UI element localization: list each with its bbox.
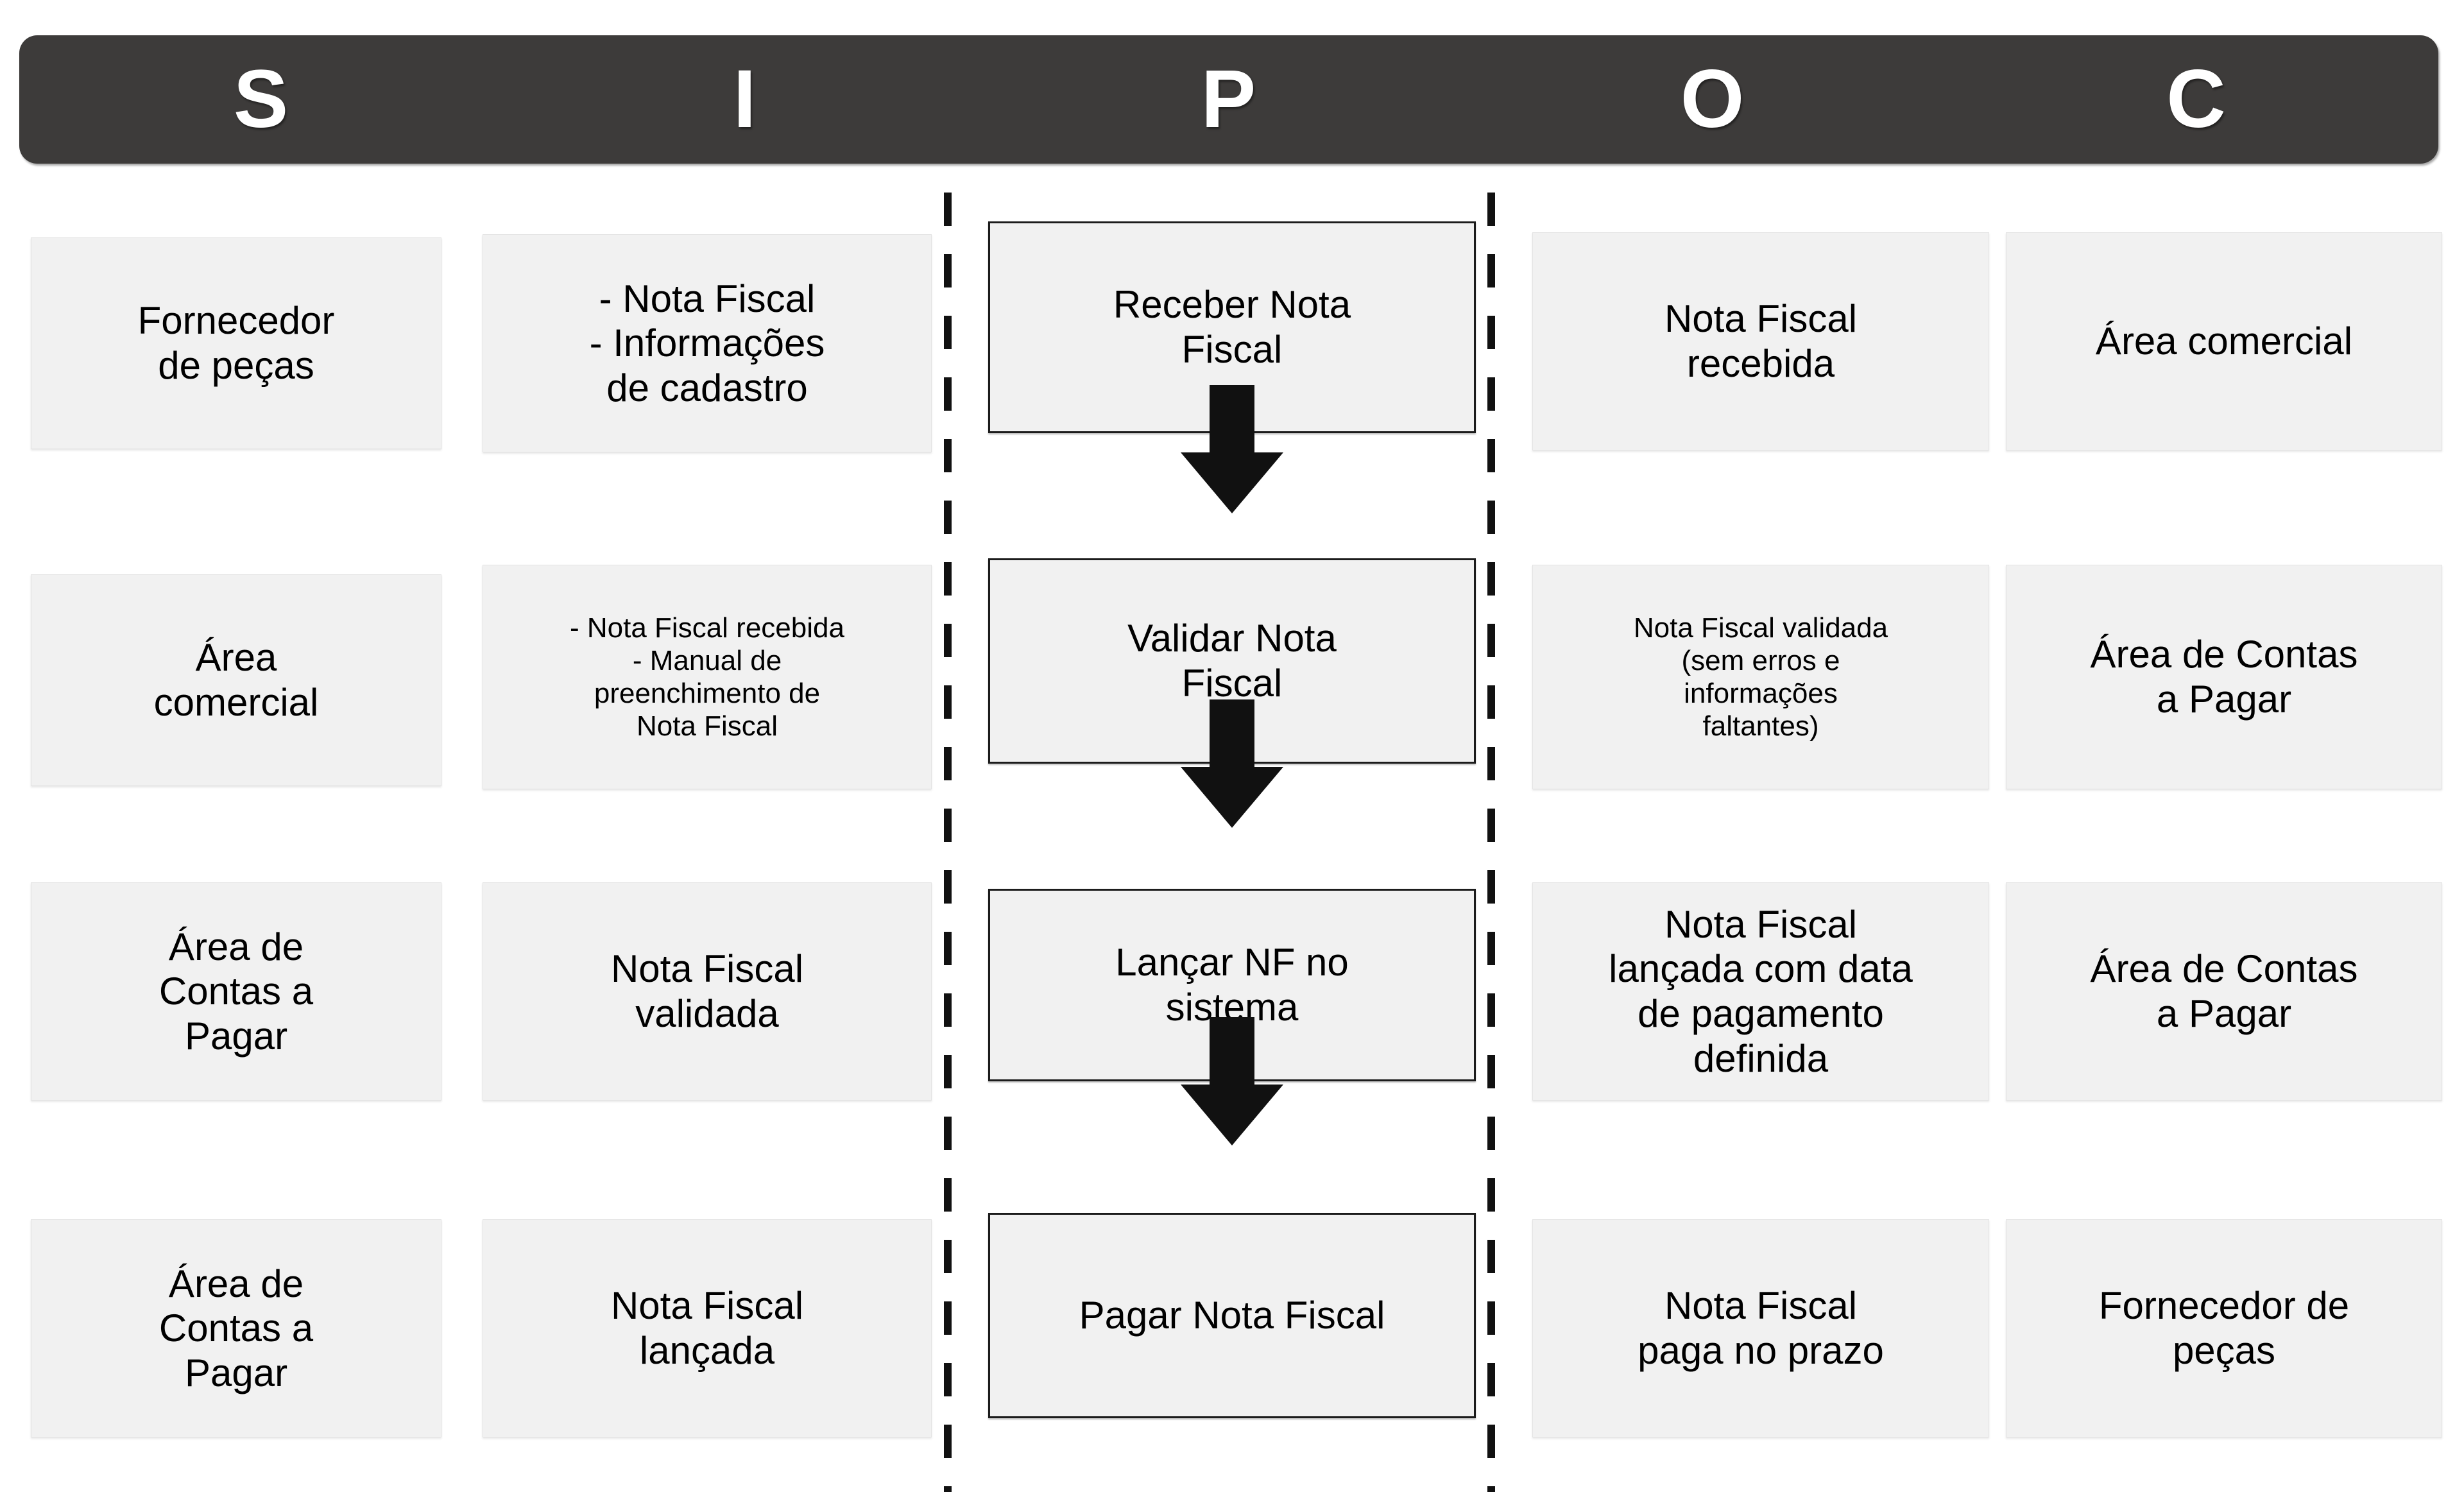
cell-text: Nota Fiscal validada	[610, 947, 804, 1035]
flow-arrow-3	[1181, 1017, 1283, 1145]
header-letter-o: O	[1680, 53, 1745, 145]
header-letter-p: P	[1201, 53, 1257, 145]
process-divider-right	[1487, 193, 1495, 1492]
cell-text: - Nota Fiscal - Informações de cadastro	[589, 277, 825, 409]
cell-process-2: Validar Nota Fiscal	[988, 558, 1476, 764]
cell-process-3: Lançar NF no sistema	[988, 889, 1476, 1081]
sipoc-grid: Fornecedor de peças - Nota Fiscal - Info…	[0, 193, 2464, 1492]
cell-text: Nota Fiscal recebida	[1664, 297, 1858, 385]
cell-text: Receber Nota Fiscal	[1113, 283, 1351, 371]
cell-text: Pagar Nota Fiscal	[1079, 1294, 1385, 1337]
cell-inputs-3: Nota Fiscal validada	[483, 882, 932, 1101]
cell-outputs-4: Nota Fiscal paga no prazo	[1532, 1219, 1989, 1437]
sipoc-header-bar: S I P O C	[19, 35, 2438, 164]
cell-suppliers-4: Área de Contas a Pagar	[31, 1219, 441, 1437]
cell-customers-3: Área de Contas a Pagar	[2006, 882, 2442, 1101]
cell-text: Área de Contas a Pagar	[158, 925, 314, 1058]
cell-inputs-1: - Nota Fiscal - Informações de cadastro	[483, 234, 932, 452]
cell-text: Fornecedor de peças	[137, 299, 335, 387]
flow-arrow-1	[1181, 385, 1283, 513]
cell-inputs-4: Nota Fiscal lançada	[483, 1219, 932, 1437]
cell-text: Área de Contas a Pagar	[2090, 947, 2358, 1035]
cell-text: Nota Fiscal paga no prazo	[1638, 1284, 1884, 1372]
cell-text: Área comercial	[2095, 320, 2353, 363]
cell-outputs-3: Nota Fiscal lançada com data de pagament…	[1532, 882, 1989, 1101]
cell-text: Nota Fiscal validada (sem erros e inform…	[1633, 612, 1888, 742]
cell-text: Área comercial	[153, 636, 319, 724]
cell-text: Nota Fiscal lançada	[610, 1284, 804, 1372]
header-letter-i: I	[733, 53, 757, 145]
cell-outputs-2: Nota Fiscal validada (sem erros e inform…	[1532, 565, 1989, 789]
cell-text: Fornecedor de peças	[2098, 1284, 2350, 1372]
cell-suppliers-2: Área comercial	[31, 574, 441, 786]
cell-suppliers-3: Área de Contas a Pagar	[31, 882, 441, 1101]
cell-text: Lançar NF no sistema	[1115, 941, 1349, 1029]
cell-text: Área de Contas a Pagar	[2090, 633, 2358, 721]
flow-arrow-2	[1181, 699, 1283, 828]
cell-text: Área de Contas a Pagar	[158, 1262, 314, 1394]
cell-customers-4: Fornecedor de peças	[2006, 1219, 2442, 1437]
cell-suppliers-1: Fornecedor de peças	[31, 237, 441, 449]
header-letter-s: S	[233, 53, 289, 145]
cell-customers-1: Área comercial	[2006, 232, 2442, 450]
cell-outputs-1: Nota Fiscal recebida	[1532, 232, 1989, 450]
cell-text: Nota Fiscal lançada com data de pagament…	[1609, 902, 1913, 1080]
cell-inputs-2: - Nota Fiscal recebida - Manual de preen…	[483, 565, 932, 789]
cell-text: Validar Nota Fiscal	[1127, 617, 1337, 705]
process-divider-left	[944, 193, 952, 1492]
cell-text: - Nota Fiscal recebida - Manual de preen…	[570, 612, 844, 742]
cell-process-4: Pagar Nota Fiscal	[988, 1213, 1476, 1418]
cell-customers-2: Área de Contas a Pagar	[2006, 565, 2442, 789]
header-letter-c: C	[2166, 53, 2227, 145]
